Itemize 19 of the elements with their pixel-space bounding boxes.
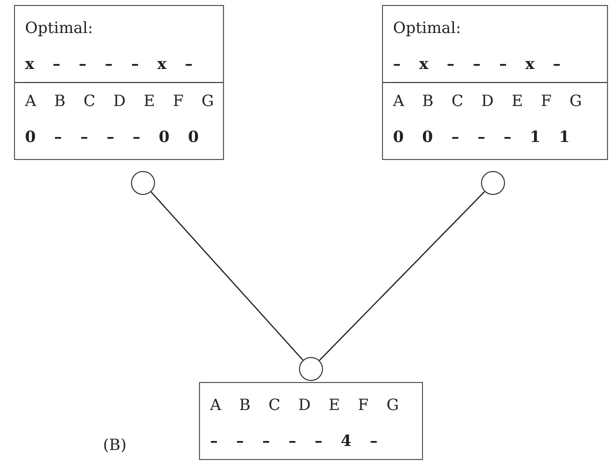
column-header-row-text: A B C D E F G bbox=[208, 395, 400, 416]
state-table bbox=[199, 382, 423, 460]
connector-line bbox=[318, 191, 486, 361]
state-table bbox=[14, 5, 224, 160]
node-circle bbox=[481, 171, 505, 195]
value-row-text: x – – – – x – bbox=[24, 53, 194, 75]
table-title: Optimal: bbox=[392, 18, 462, 39]
value-row-text: 0 – – – – 0 0 bbox=[24, 126, 200, 148]
column-header-row-text: A B C D E F G bbox=[24, 91, 215, 112]
node-circle bbox=[131, 171, 155, 195]
value-row-text: – x – – – x – bbox=[392, 53, 562, 75]
connector-line bbox=[150, 192, 304, 360]
value-row-text: 0 0 – – – 1 1 bbox=[392, 126, 571, 148]
panel-label: (B) bbox=[103, 436, 126, 454]
value-row-text: – – – – – 4 – bbox=[209, 430, 379, 452]
node-circle bbox=[299, 357, 323, 381]
column-header-row-text: A B C D E F G bbox=[392, 91, 583, 112]
table-title: Optimal: bbox=[24, 18, 94, 39]
state-table bbox=[382, 5, 608, 160]
